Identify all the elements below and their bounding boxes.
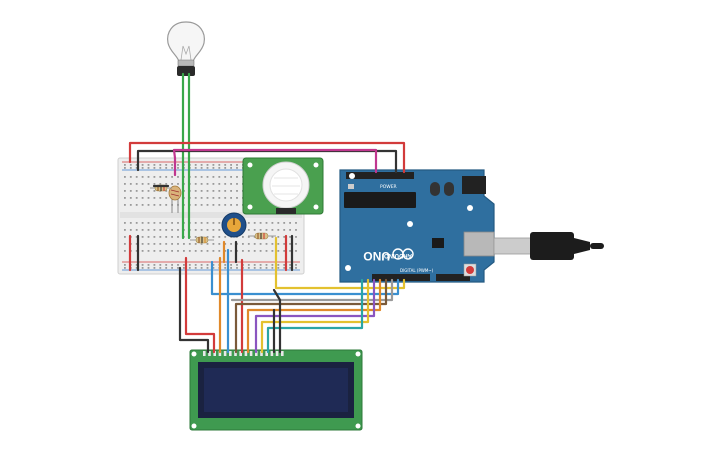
- wire-red[interactable]: [128, 141, 406, 174]
- lcd-pin: [260, 351, 263, 356]
- wire-red[interactable]: [184, 256, 216, 354]
- lcd-pin: [234, 351, 237, 356]
- lcd-display-icon[interactable]: [189, 349, 363, 431]
- lcd-pin: [208, 351, 211, 356]
- lcd-pin: [265, 351, 268, 356]
- wire-teal[interactable]: [266, 278, 364, 354]
- wire-yellow[interactable]: [260, 278, 370, 354]
- resistor-icon[interactable]: [248, 232, 276, 240]
- wire-yellow[interactable]: [274, 236, 406, 290]
- pir-sensor-icon[interactable]: [242, 157, 324, 215]
- wire-purple[interactable]: [254, 278, 376, 354]
- lcd-pin: [213, 351, 216, 356]
- lcd-pin: [229, 351, 232, 356]
- lcd-pin: [270, 351, 274, 356]
- arduino-model-label: UNO: [363, 249, 390, 263]
- power-label: POWER: [380, 184, 397, 190]
- digital-label: DIGITAL (PWM~): [400, 268, 434, 273]
- wire-magenta[interactable]: [172, 148, 378, 177]
- wire-orange[interactable]: [246, 278, 382, 354]
- wire-brown[interactable]: [234, 278, 388, 354]
- wire-black[interactable]: [178, 266, 210, 354]
- potentiometer-icon[interactable]: [221, 212, 247, 238]
- lcd-pin: [255, 351, 258, 356]
- lcd-pin: [239, 351, 242, 356]
- lcd-pins: [203, 351, 284, 356]
- wire-black[interactable]: [272, 288, 282, 354]
- lcd-pin: [244, 351, 248, 356]
- lcd-pin: [249, 351, 253, 356]
- lcd-pin: [203, 351, 206, 356]
- arduino-logo-icon: [392, 248, 414, 260]
- lcd-pin: [223, 351, 227, 356]
- arduino-uno-board[interactable]: POWER DIGITAL (PWM~) UNO ARDUINO: [339, 169, 495, 283]
- lcd-pin: [281, 351, 284, 356]
- lightbulb-icon[interactable]: [167, 21, 205, 76]
- usb-cable-icon[interactable]: [493, 232, 604, 260]
- wire-gray[interactable]: [230, 278, 394, 302]
- lcd-pin: [275, 351, 279, 356]
- lcd-pin: [218, 351, 222, 356]
- arduino-brand-label: ARDUINO: [384, 252, 412, 258]
- wire-blue[interactable]: [210, 260, 400, 296]
- resistor-icon[interactable]: [190, 236, 214, 244]
- photoresistor-icon[interactable]: [168, 185, 182, 213]
